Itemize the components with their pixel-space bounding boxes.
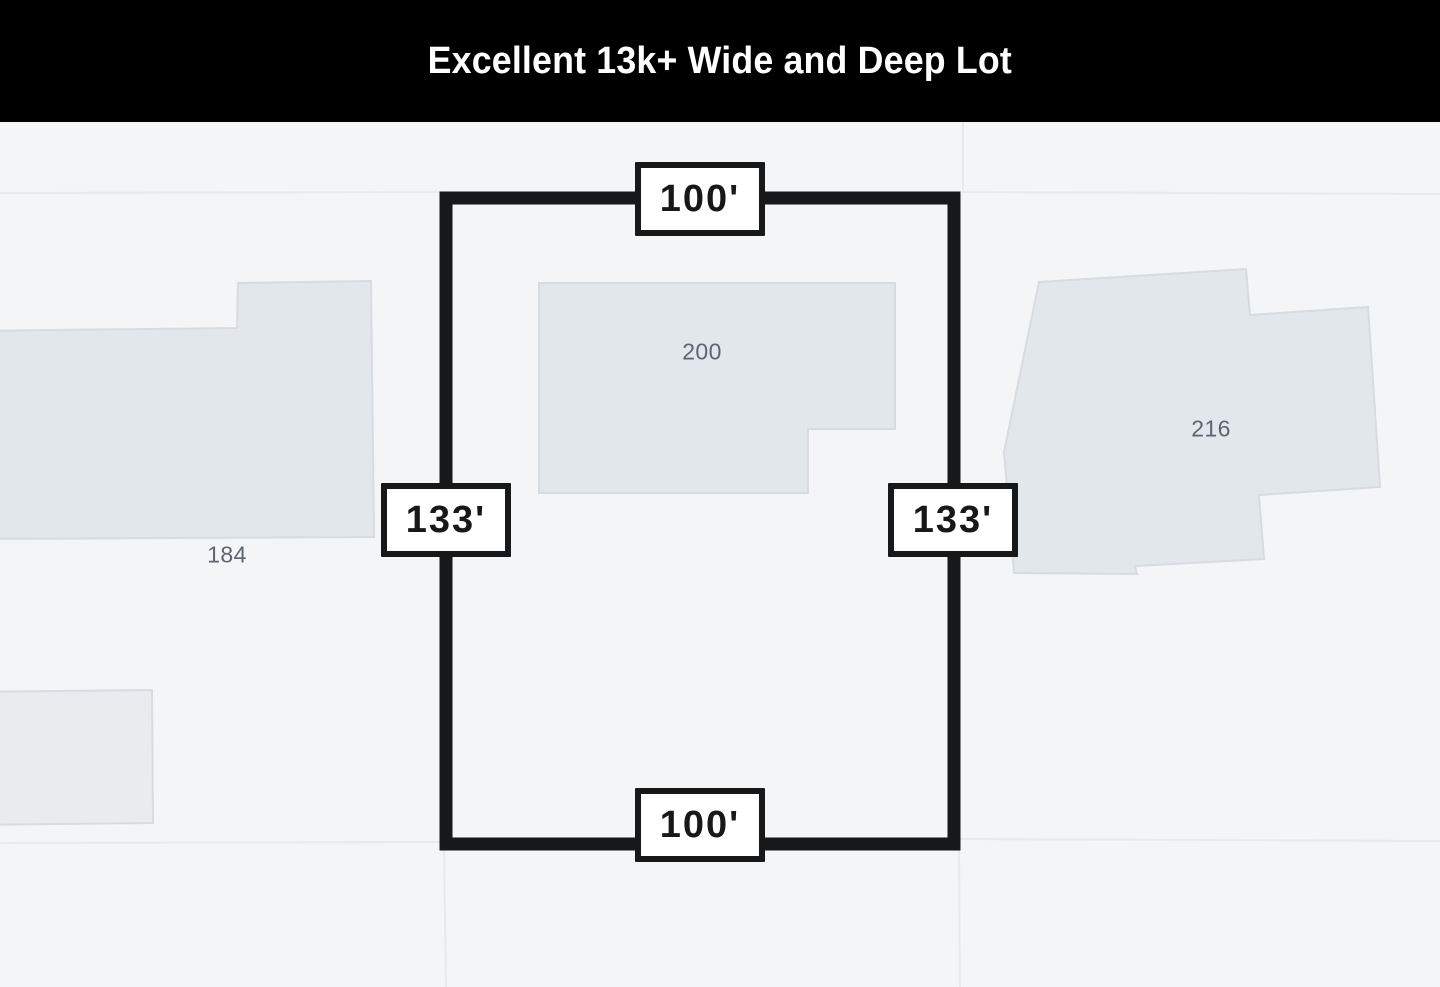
building-outbuilding-shape <box>0 688 155 826</box>
dimension-label-left: 133' <box>405 499 487 541</box>
dimension-callout-bottom: 100' <box>635 788 765 862</box>
gridline-bottom-right <box>959 838 1440 842</box>
gridline-top-left <box>0 191 443 194</box>
title-banner: Excellent 13k+ Wide and Deep Lot <box>0 0 1440 122</box>
dimension-callout-left: 133' <box>381 483 511 557</box>
building-label-184: 184 <box>207 541 247 568</box>
parcel-map[interactable]: 184 200 216 <box>0 122 1440 987</box>
building-184-shape <box>0 279 376 540</box>
dimension-callout-right: 133' <box>888 483 1018 557</box>
building-label-200: 200 <box>682 338 722 365</box>
page-title: Excellent 13k+ Wide and Deep Lot <box>427 40 1013 82</box>
gridline-vertical-left <box>443 844 447 987</box>
building-200-shape <box>538 282 896 494</box>
dimension-callout-top: 100' <box>635 162 765 236</box>
gridline-bottom-left <box>0 841 445 844</box>
gridline-vertical-right <box>958 844 961 987</box>
building-label-216: 216 <box>1191 415 1231 442</box>
map-graphics <box>0 122 1440 987</box>
gridline-top-right <box>961 191 1440 195</box>
map-gridlines <box>0 122 1440 987</box>
building-200[interactable] <box>538 282 896 494</box>
building-outbuilding-southwest[interactable] <box>0 688 155 826</box>
dimension-label-right: 133' <box>912 499 994 541</box>
dimension-label-bottom: 100' <box>659 804 741 846</box>
building-184[interactable] <box>0 279 376 540</box>
dimension-label-top: 100' <box>659 178 741 220</box>
